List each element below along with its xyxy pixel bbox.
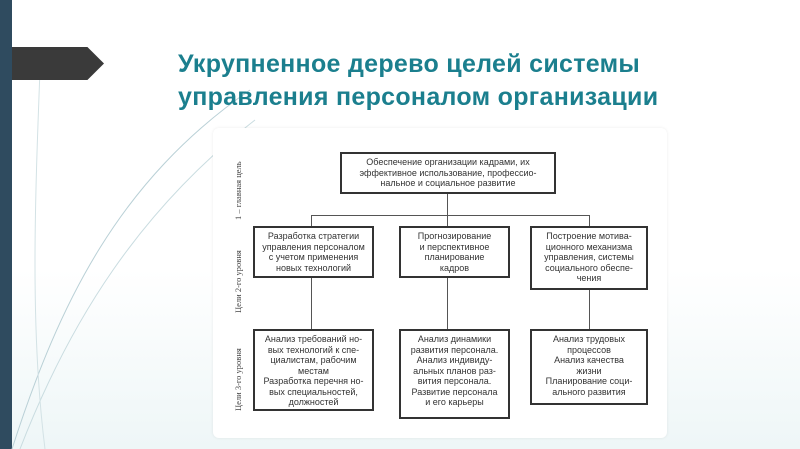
main-goal-box: Обеспечение организации кадрами, их эффе… [340,152,556,194]
side-label-level2: Цели 2-го уровня [233,250,243,313]
level2-goal-box: Построение мотива- ционного механизма уп… [530,226,648,290]
decorative-swoosh [11,69,256,449]
connector [447,193,448,215]
connector [589,290,590,330]
side-label-level3: Цели 3-го уровня [233,348,243,411]
level3-goal-box: Анализ динамики развития персонала. Анал… [399,329,510,419]
connector [311,215,590,216]
level3-goal-box: Анализ трудовых процессов Анализ качеств… [530,329,648,405]
title-arrow-shape [12,47,104,80]
level3-goal-box: Анализ требований но- вых технологий к с… [253,329,374,411]
level2-goal-box: Разработка стратегии управления персонал… [253,226,374,278]
connector [311,277,312,330]
connector [311,215,312,227]
side-label-main-goal: 1 – главная цель [233,161,243,220]
goal-tree-diagram: 1 – главная цель Цели 2-го уровня Цели 3… [213,128,667,438]
connector [589,215,590,227]
slide-title: Укрупненное дерево целей системы управле… [178,50,659,111]
connector [447,215,448,227]
left-accent-bar [0,0,12,449]
level2-goal-box: Прогнозирование и перспективное планиров… [399,226,510,278]
connector [447,277,448,330]
